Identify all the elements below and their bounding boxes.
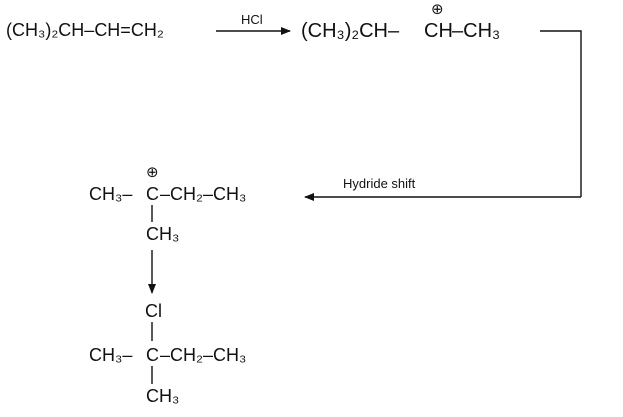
carbocation-2-charge: ⊕: [146, 164, 159, 181]
carbocation-1-right: –CH₃: [452, 20, 501, 42]
carbocation-1-left: (CH₃)₂CH–: [301, 20, 400, 42]
carbocation-1-charge: ⊕: [431, 1, 444, 18]
reactant-formula: (CH₃)₂CH–CH=CH₂: [6, 20, 164, 40]
carbocation-2-left: CH₃–: [89, 184, 133, 204]
carbocation-2-center: C: [146, 184, 159, 204]
carbocation-2-right: –CH₂–CH₃: [160, 184, 247, 204]
product-bottom-substituent: CH₃: [146, 386, 180, 406]
product-center: C: [146, 345, 159, 365]
reagent-label: HCl: [241, 12, 263, 27]
hydride-shift-connector: [540, 30, 582, 197]
product-left: CH₃–: [89, 345, 133, 365]
product-right: –CH₂–CH₃: [160, 345, 247, 365]
carbocation-2-substituent: CH₃: [146, 224, 180, 244]
carbocation-1-center: CH: [424, 20, 453, 42]
product-top-substituent: Cl: [145, 301, 162, 321]
hydride-shift-label: Hydride shift: [343, 176, 416, 191]
